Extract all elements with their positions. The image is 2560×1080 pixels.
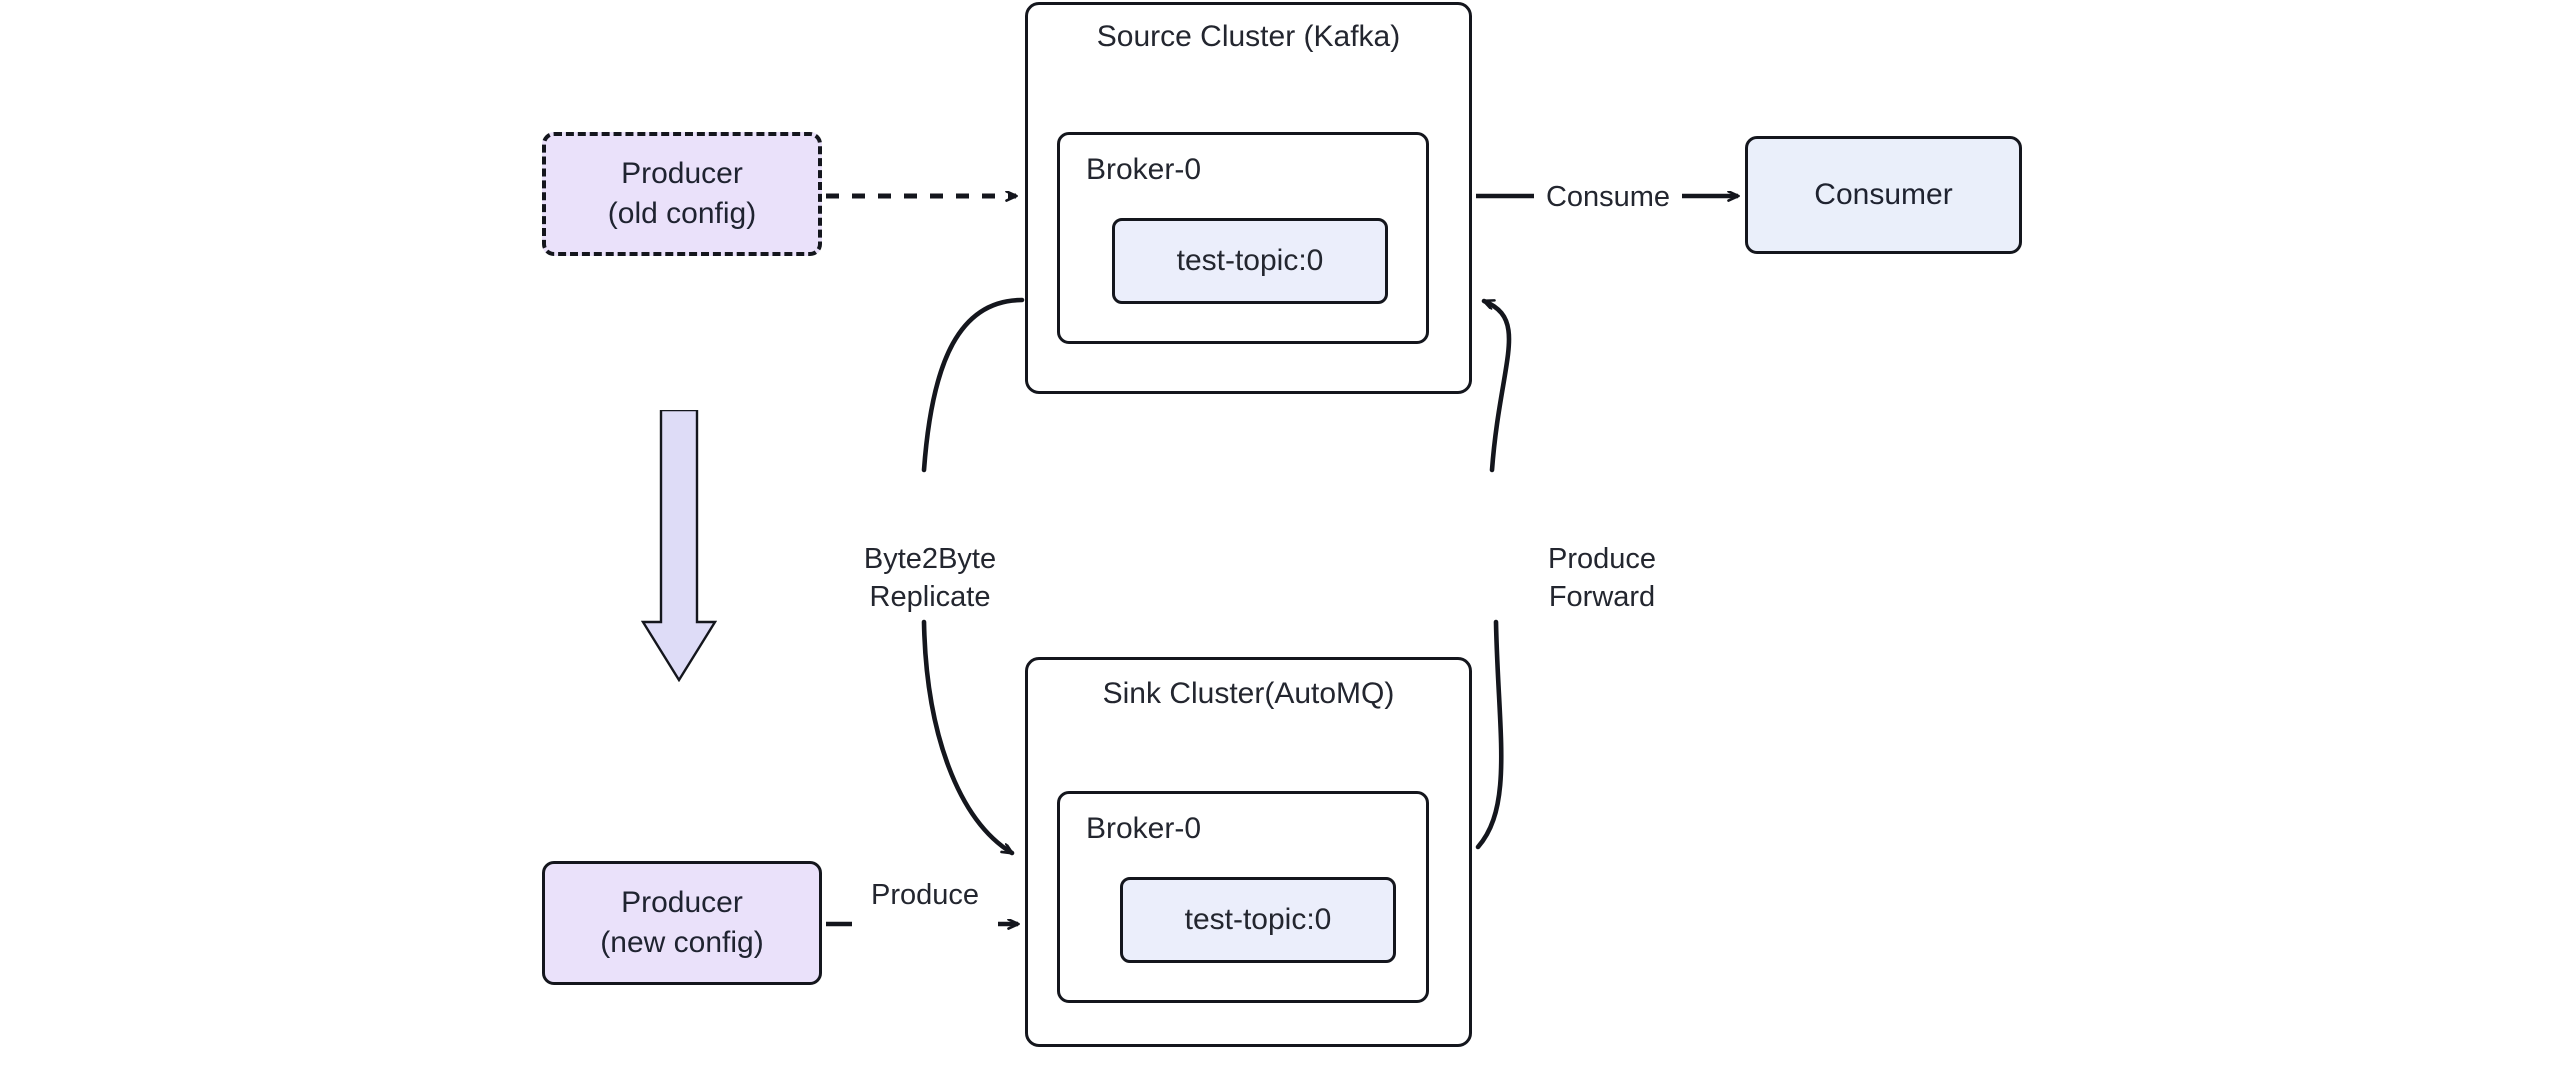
consumer-label: Consumer [1814,177,1953,211]
sink-cluster-broker-label: Broker-0 [1086,812,1202,845]
sink-cluster-title: Sink Cluster(AutoMQ) [1102,677,1395,710]
edge-produce-forward [1475,298,1512,850]
sink-cluster-topic-label: test-topic:0 [1184,903,1332,936]
sink-cluster-topic-node[interactable]: test-topic:0 [1120,877,1396,963]
edge-label-produce-forward: Produce Forward [1512,540,1692,617]
consumer-node[interactable]: Consumer [1745,136,2022,254]
migration-down-arrow-icon [641,410,717,682]
edge-label-byte2byte-replicate: Byte2Byte Replicate [840,540,1020,617]
source-cluster-topic-node[interactable]: test-topic:0 [1112,218,1388,304]
producer-new-config-label: Producer (new config) [600,885,764,959]
edge-label-produce: Produce [855,876,995,915]
producer-old-config-label: Producer (old config) [607,156,757,230]
producer-old-config-node[interactable]: Producer (old config) [542,132,822,256]
source-cluster-topic-label: test-topic:0 [1176,244,1324,277]
source-cluster-broker-label: Broker-0 [1086,153,1202,186]
source-cluster-title: Source Cluster (Kafka) [1096,20,1401,53]
edge-label-consume: Consume [1538,178,1678,217]
producer-new-config-node[interactable]: Producer (new config) [542,861,822,985]
